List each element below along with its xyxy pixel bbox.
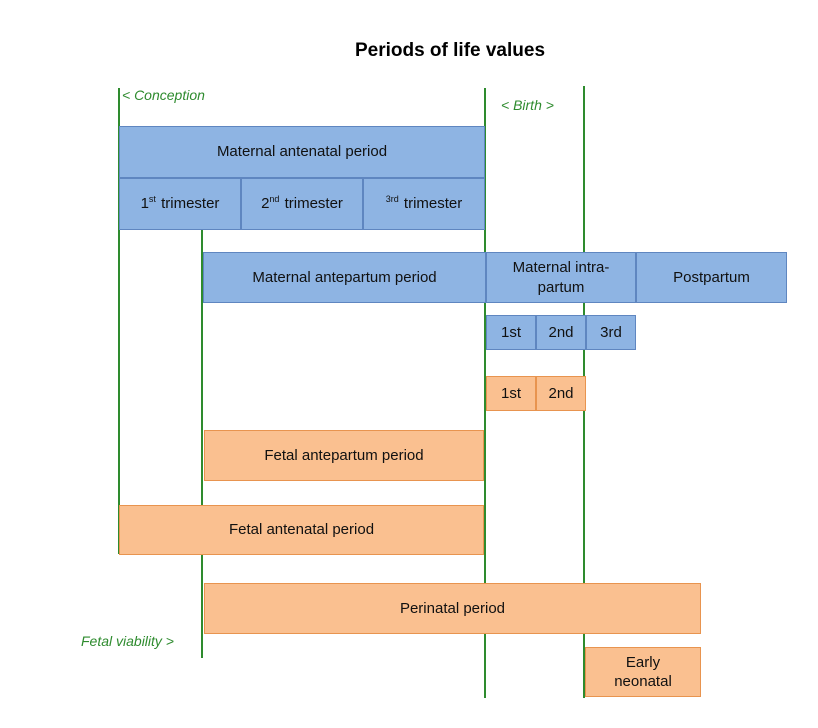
fetal-stage-2: 2nd [536,376,586,411]
maternal-stage-2-label: 2nd [548,323,574,341]
conception-label: < Conception [122,87,205,103]
maternal-antepartum-label: Maternal antepartum period [252,268,437,286]
fetal-antepartum-label: Fetal antepartum period [264,446,424,464]
fetal-viability-line [201,230,203,658]
fetal-antepartum-period: Fetal antepartum period [204,430,484,481]
trimester-2-label: 2nd trimester [261,194,343,213]
postpartum-label: Postpartum [673,268,750,286]
maternal-antenatal-label: Maternal antenatal period [216,143,388,161]
maternal-antepartum-period: Maternal antepartum period [203,252,486,303]
birth-label: < Birth > [501,97,554,113]
early-neonatal-label: Early neonatal [614,653,672,691]
fetal-stage-1-label: 1st [500,384,521,402]
diagram-title: Periods of life values [354,40,546,61]
birth-line [484,88,486,698]
trimester-2: 2nd trimester [241,178,363,230]
maternal-stage-3-label: 3rd [600,323,622,341]
trimester-3: 3rd trimester [363,178,485,230]
maternal-stage-1: 1st [486,315,536,350]
fetal-stage-2-label: 2nd [548,384,574,402]
maternal-stage-1-label: 1st [500,323,521,341]
fetal-antenatal-label: Fetal antenatal period [228,521,375,539]
maternal-intrapartum-period: Maternal intra- partum [486,252,636,303]
postpartum-period: Postpartum [636,252,787,303]
maternal-antenatal-period: Maternal antenatal period [119,126,485,178]
early-neonatal-period: Early neonatal [585,647,701,697]
conception-line [118,88,120,554]
trimester-1: 1st trimester [119,178,241,230]
trimester-1-label: 1st trimester [140,194,220,213]
fetal-stage-1: 1st [486,376,536,411]
fetal-viability-label: Fetal viability > [81,633,174,649]
maternal-stage-2: 2nd [536,315,586,350]
perinatal-label: Perinatal period [399,599,506,617]
maternal-stage-3: 3rd [586,315,636,350]
fetal-antenatal-period: Fetal antenatal period [119,505,484,555]
perinatal-period: Perinatal period [204,583,701,634]
maternal-intrapartum-label: Maternal intra- partum [512,259,610,296]
trimester-3-label: 3rd trimester [385,194,463,213]
